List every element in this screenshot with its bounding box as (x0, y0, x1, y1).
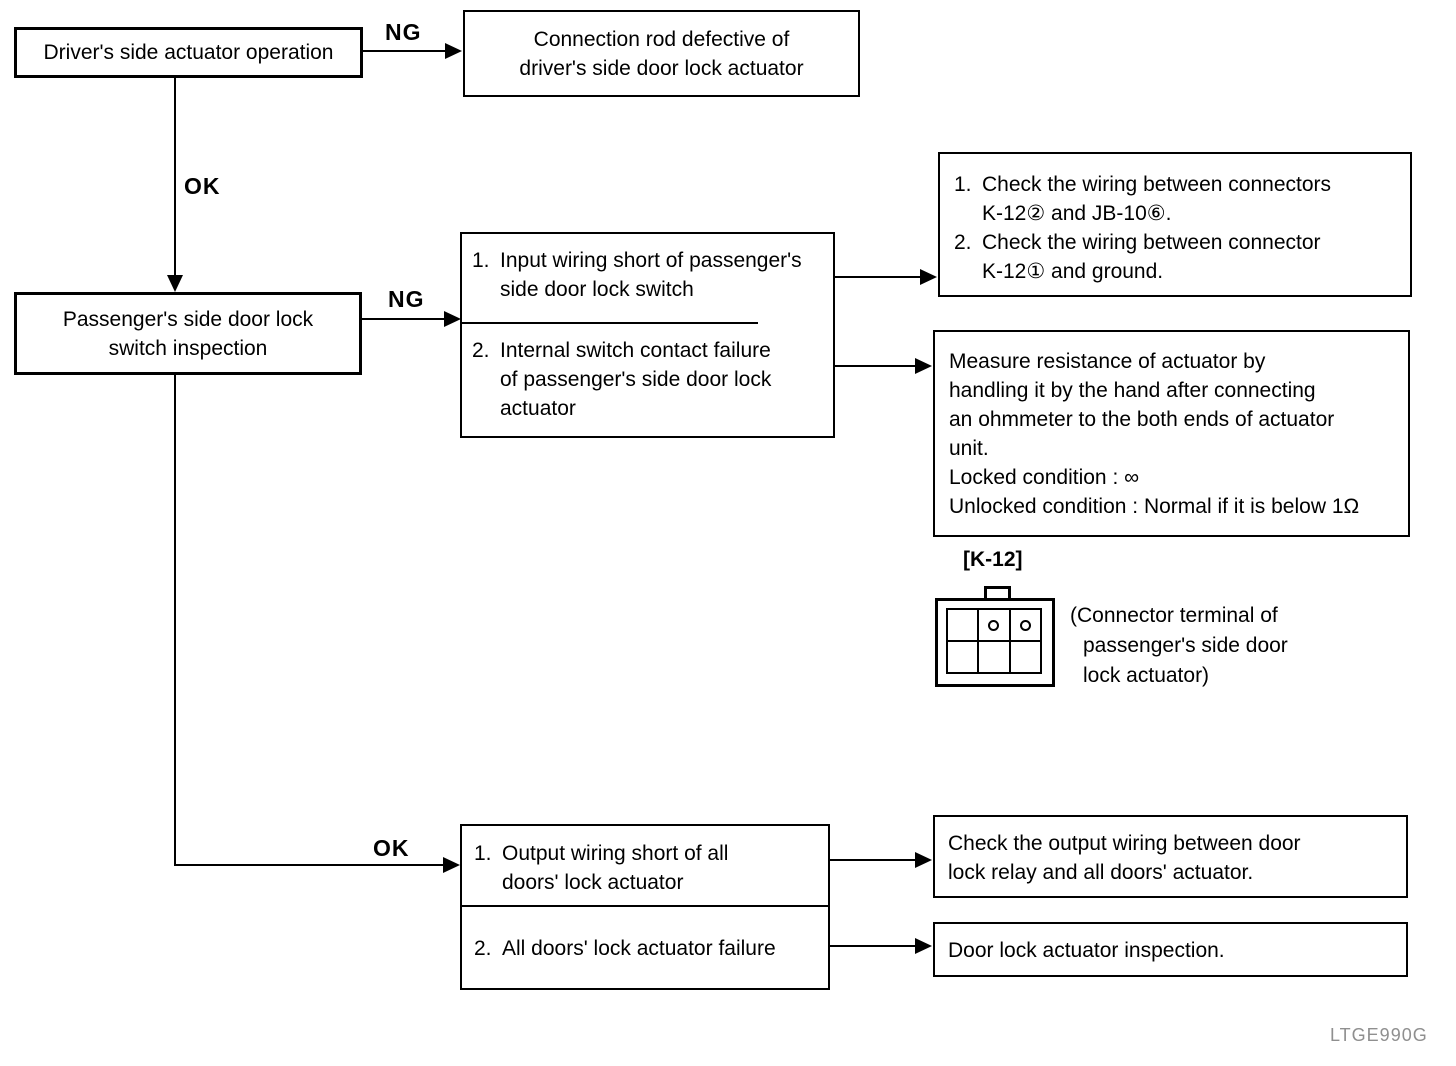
item-text: Check the wiring between connector K-12①… (982, 231, 1321, 283)
driver-actuator-text: Driver's side actuator operation (43, 41, 334, 64)
output-wiring-item-1: 1. Output wiring short of all doors' loc… (462, 826, 828, 897)
item-text: Output wiring short of all doors' lock a… (502, 842, 729, 894)
box-divider (462, 322, 758, 324)
flow-line (363, 50, 447, 52)
arrowhead-right-icon (920, 269, 937, 285)
connector-cell (979, 642, 1009, 672)
connection-rod-result-box: Connection rod defective of driver's sid… (463, 10, 860, 97)
passenger-switch-line: switch inspection (108, 336, 268, 360)
driver-actuator-box: Driver's side actuator operation (14, 27, 363, 78)
connector-cell (1010, 610, 1040, 640)
ng-label: NG (385, 19, 422, 45)
connector-caption: (Connector terminal of passenger's side … (1070, 604, 1288, 687)
flow-line (362, 318, 446, 320)
connector-cell (948, 610, 978, 640)
flow-line (830, 945, 917, 947)
connector-label: [K-12] (963, 548, 1023, 571)
ng-label: NG (388, 286, 425, 312)
arrowhead-right-icon (443, 857, 460, 873)
flow-line (174, 77, 176, 277)
item-number: 2. (472, 339, 490, 362)
flow-line (174, 864, 444, 866)
arrowhead-right-icon (445, 43, 462, 59)
item-text: Internal switch contact failure of passe… (500, 339, 772, 420)
item-number: 1. (954, 173, 972, 196)
ok-label: OK (184, 173, 221, 199)
flow-line (835, 276, 922, 278)
passenger-switch-line: Passenger's side door lock (62, 307, 314, 331)
check-wiring-item-1: 1. Check the wiring between connectors K… (954, 170, 1406, 228)
connection-rod-line: driver's side door lock actuator (519, 56, 804, 80)
flow-line (830, 859, 917, 861)
item-number: 1. (474, 842, 492, 865)
ng-cause-item-2: 2. Internal switch contact failure of pa… (462, 324, 833, 423)
check-output-wiring-box: Check the output wiring between door loc… (933, 815, 1408, 898)
arrowhead-down-icon (167, 275, 183, 292)
connector-pin-hole (1019, 619, 1031, 631)
measure-resistance-box: Measure resistance of actuator by handli… (933, 330, 1410, 537)
item-number: 1. (472, 249, 490, 272)
arrowhead-right-icon (915, 938, 932, 954)
connector-pin-grid (946, 608, 1042, 674)
check-wiring-box: 1. Check the wiring between connectors K… (938, 152, 1412, 297)
ok-label: OK (373, 835, 410, 861)
figure-code: LTGE990G (1330, 1025, 1428, 1045)
output-wiring-box: 1. Output wiring short of all doors' loc… (460, 824, 830, 990)
connector-cell (1010, 642, 1040, 672)
door-lock-inspection-box: Door lock actuator inspection. (933, 922, 1408, 977)
item-text: Input wiring short of passenger's side d… (500, 249, 802, 301)
arrowhead-right-icon (444, 311, 461, 327)
item-text: All doors' lock actuator failure (502, 937, 776, 960)
item-number: 2. (474, 937, 492, 960)
passenger-switch-box: Passenger's side door lock switch inspec… (14, 292, 362, 375)
item-text: Check the wiring between connectors K-12… (982, 173, 1332, 225)
connector-cell (979, 610, 1009, 640)
connector-pin-hole (988, 619, 1000, 631)
connection-rod-line: Connection rod defective of (533, 27, 790, 51)
item-number: 2. (954, 231, 972, 254)
arrowhead-right-icon (915, 852, 932, 868)
connector-cell (948, 642, 978, 672)
flow-line (835, 365, 917, 367)
arrowhead-right-icon (915, 358, 932, 374)
output-wiring-item-2: 2. All doors' lock actuator failure (462, 907, 828, 963)
box-divider (462, 905, 828, 907)
ng-cause-item-1: 1. Input wiring short of passenger's sid… (462, 234, 833, 304)
connector-body (935, 598, 1055, 687)
flow-line (174, 375, 176, 866)
check-wiring-item-2: 2. Check the wiring between connector K-… (954, 228, 1406, 286)
ng-causes-box: 1. Input wiring short of passenger's sid… (460, 232, 835, 438)
